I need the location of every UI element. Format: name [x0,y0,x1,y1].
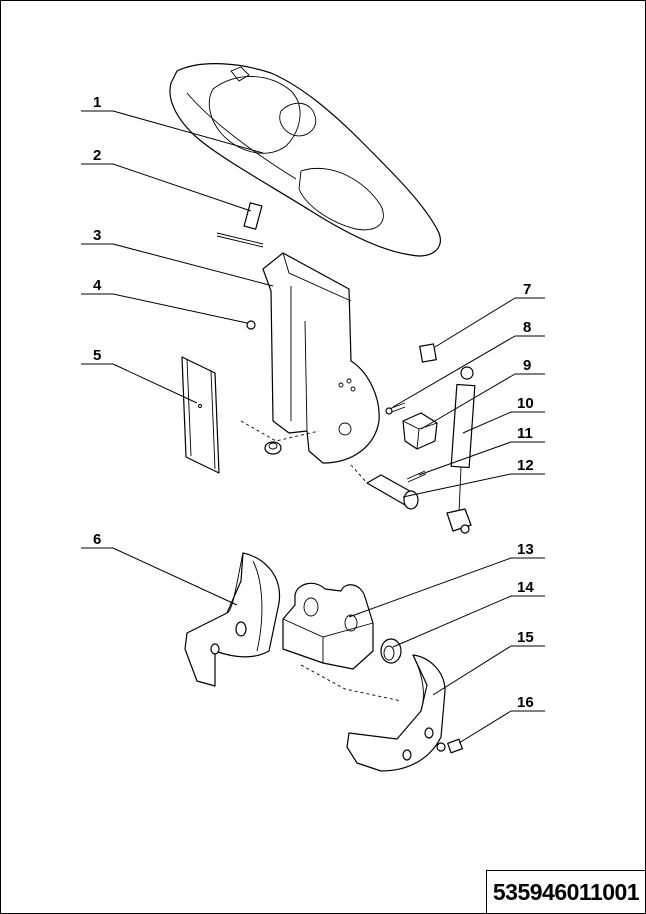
part-5-rail [181,356,220,474]
callout-16: 16 [517,694,534,711]
part-13-bracket [282,582,402,702]
drawing-number: 535946011001 [486,870,645,913]
part-14-ring [380,638,402,664]
callout-14: 14 [517,579,534,596]
callout-1: 1 [93,94,101,111]
callout-4: 4 [93,277,102,294]
callout-6: 6 [93,531,101,548]
part-15-right-shell [346,654,446,772]
callouts-left: 1 2 3 4 5 6 [81,94,274,606]
callout-3: 3 [93,227,101,244]
callout-5: 5 [93,347,101,364]
part-3-frame [240,252,380,464]
part-12-tube [350,464,419,510]
callout-8: 8 [523,319,531,336]
callout-11: 11 [517,425,533,442]
part-11-pin [406,470,427,483]
callout-15: 15 [517,629,534,646]
part-9-block [402,412,438,450]
callout-10: 10 [517,395,534,412]
callout-7: 7 [523,281,531,298]
part-4-screw [246,320,256,330]
callout-13: 13 [517,541,534,558]
bushing [264,441,282,455]
part-7-bolt [419,343,437,363]
part-16-screw [436,738,463,754]
part-6-left-shell [184,552,281,687]
callout-12: 12 [517,457,534,474]
part-10-gas-spring [446,366,476,534]
callout-2: 2 [93,147,101,164]
part-1-headrest [169,63,441,257]
part-8-pin [385,402,406,415]
callouts-right: 7 8 9 10 11 12 13 14 15 16 [348,281,545,744]
part-2-rod [216,202,264,248]
callout-9: 9 [523,357,531,374]
